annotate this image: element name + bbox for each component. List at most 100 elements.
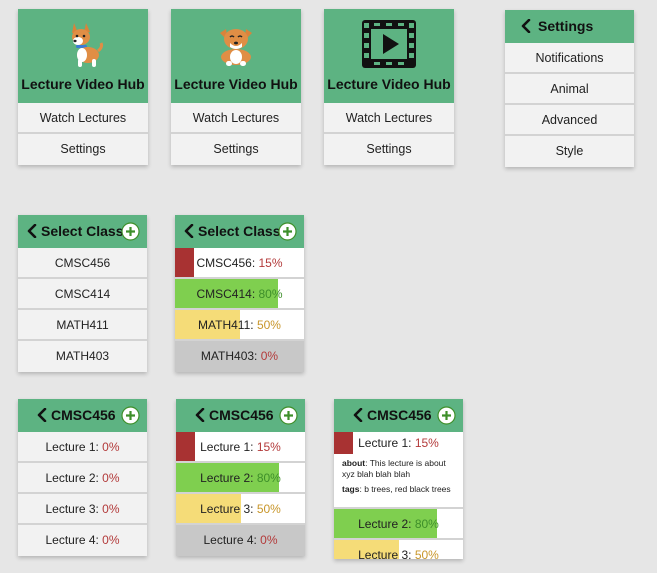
progress-percent: 50%	[256, 502, 281, 516]
class-name: CMSC456:	[196, 256, 259, 270]
lecture-name: Lecture 3:	[45, 502, 103, 516]
progress-bar-red	[334, 432, 354, 454]
progress-bar-red	[175, 248, 195, 277]
settings-item-style[interactable]: Style	[505, 136, 634, 167]
course-progress-card: CMSC456 Lecture 1: 15% Lecture 2: 80% Le…	[176, 399, 305, 556]
progress-bar-green	[334, 508, 438, 538]
lecture-name: Lecture 1:	[200, 440, 257, 454]
lecture-progress-row[interactable]: Lecture 1: 15%	[176, 432, 305, 463]
lecture-progress-row[interactable]: Lecture 3: 50%	[176, 494, 305, 525]
home-header: Lecture Video Hub	[18, 9, 148, 103]
home-card-3: Lecture Video Hub Watch Lectures Setting…	[324, 9, 454, 165]
course-header: CMSC456	[176, 399, 305, 432]
progress-percent: 80%	[258, 287, 283, 301]
settings-item-notifications[interactable]: Notifications	[505, 43, 634, 74]
settings-button[interactable]: Settings	[324, 134, 454, 165]
back-chevron-icon[interactable]	[521, 19, 531, 33]
settings-title: Settings	[538, 18, 594, 34]
lecture-progress-row[interactable]: Lecture 4: 0%	[176, 525, 305, 556]
progress-percent: 0%	[102, 502, 120, 516]
settings-button[interactable]: Settings	[171, 134, 301, 165]
progress-bar-yellow	[334, 539, 399, 559]
back-chevron-icon[interactable]	[37, 408, 47, 422]
class-row[interactable]: MATH411	[18, 310, 147, 341]
lecture-about: about: This lecture is about xyz blah bl…	[342, 458, 457, 479]
back-chevron-icon[interactable]	[195, 408, 205, 422]
course-header: CMSC456	[18, 399, 147, 432]
add-circle-icon[interactable]	[279, 406, 298, 425]
class-name: CMSC456	[54, 256, 111, 270]
lecture-row[interactable]: Lecture 4: 0%	[18, 525, 147, 556]
progress-percent: 0%	[102, 471, 120, 485]
lecture-detail-panel: about: This lecture is about xyz blah bl…	[334, 454, 463, 509]
back-chevron-icon[interactable]	[27, 224, 37, 238]
tags-label: tags	[342, 484, 360, 495]
class-progress-row[interactable]: CMSC456: 15%	[175, 248, 304, 279]
select-class-title: Select Class	[198, 223, 281, 239]
progress-percent: 50%	[414, 547, 439, 559]
course-title: CMSC456	[367, 407, 432, 423]
class-progress-row[interactable]: MATH411: 50%	[175, 310, 304, 341]
tags-text: : b trees, red black trees	[359, 484, 451, 495]
lecture-name: Lecture 4:	[203, 533, 261, 547]
add-circle-icon[interactable]	[121, 222, 140, 241]
progress-percent: 15%	[258, 256, 283, 270]
add-circle-icon[interactable]	[437, 406, 456, 425]
course-detail-card: CMSC456 Lecture 1: 15% about: This lectu…	[334, 399, 463, 559]
lecture-name: Lecture 2:	[45, 471, 103, 485]
home-header: Lecture Video Hub	[324, 9, 454, 103]
home-header: Lecture Video Hub	[171, 9, 301, 103]
watch-lectures-button[interactable]: Watch Lectures	[18, 103, 148, 134]
select-class-header: Select Class	[175, 215, 304, 248]
progress-bar-yellow	[175, 310, 240, 339]
progress-percent: 0%	[260, 533, 278, 547]
class-name: CMSC414:	[196, 287, 259, 301]
lecture-name: Lecture 1:	[358, 436, 415, 450]
settings-item-animal[interactable]: Animal	[505, 74, 634, 105]
course-title: CMSC456	[51, 407, 116, 423]
lecture-row[interactable]: Lecture 1: 0%	[18, 432, 147, 463]
progress-percent: 15%	[256, 440, 281, 454]
home-card-2: Lecture Video Hub Watch Lectures Setting…	[171, 9, 301, 165]
settings-button[interactable]: Settings	[18, 134, 148, 165]
class-row[interactable]: CMSC456	[18, 248, 147, 279]
class-name: CMSC414	[54, 287, 111, 301]
lecture-tags: tags: b trees, red black trees	[342, 484, 457, 495]
add-circle-icon[interactable]	[121, 406, 140, 425]
progress-percent: 80%	[414, 516, 439, 531]
lecture-progress-row[interactable]: Lecture 2: 80%	[176, 463, 305, 494]
class-row[interactable]: CMSC414	[18, 279, 147, 310]
back-chevron-icon[interactable]	[353, 408, 363, 422]
add-circle-icon[interactable]	[278, 222, 297, 241]
course-title: CMSC456	[209, 407, 274, 423]
course-card: CMSC456 Lecture 1: 0% Lecture 2: 0% Lect…	[18, 399, 147, 556]
app-title: Lecture Video Hub	[174, 76, 298, 92]
progress-bar-red	[176, 432, 196, 461]
select-class-card: Select Class CMSC456 CMSC414 MATH411 MAT…	[18, 215, 147, 372]
home-card-1: Lecture Video Hub Watch Lectures Setting…	[18, 9, 148, 165]
select-class-title: Select Class	[41, 223, 124, 239]
lecture-name: Lecture 2:	[200, 471, 257, 485]
lecture-name: Lecture 3:	[200, 502, 257, 516]
watch-lectures-button[interactable]: Watch Lectures	[171, 103, 301, 134]
watch-lectures-button[interactable]: Watch Lectures	[324, 103, 454, 134]
settings-card: Settings Notifications Animal Advanced S…	[505, 10, 634, 167]
class-progress-row[interactable]: MATH403: 0%	[175, 341, 304, 372]
progress-percent: 0%	[260, 349, 279, 363]
class-row[interactable]: MATH403	[18, 341, 147, 372]
app-title: Lecture Video Hub	[21, 76, 145, 92]
class-name: MATH411	[56, 318, 109, 332]
corgi-sitting-icon	[220, 29, 252, 66]
lecture-progress-row[interactable]: Lecture 3: 50%	[334, 539, 463, 559]
lecture-name: Lecture 1:	[45, 440, 103, 454]
about-label: about	[342, 458, 366, 468]
progress-percent: 80%	[256, 471, 281, 485]
lecture-name: Lecture 2:	[358, 516, 415, 531]
lecture-row[interactable]: Lecture 3: 0%	[18, 494, 147, 525]
lecture-progress-row[interactable]: Lecture 2: 80%	[334, 508, 463, 540]
back-chevron-icon[interactable]	[184, 224, 194, 238]
class-progress-row[interactable]: CMSC414: 80%	[175, 279, 304, 310]
lecture-progress-row-expanded[interactable]: Lecture 1: 15%	[334, 432, 463, 454]
lecture-row[interactable]: Lecture 2: 0%	[18, 463, 147, 494]
settings-item-advanced[interactable]: Advanced	[505, 105, 634, 136]
